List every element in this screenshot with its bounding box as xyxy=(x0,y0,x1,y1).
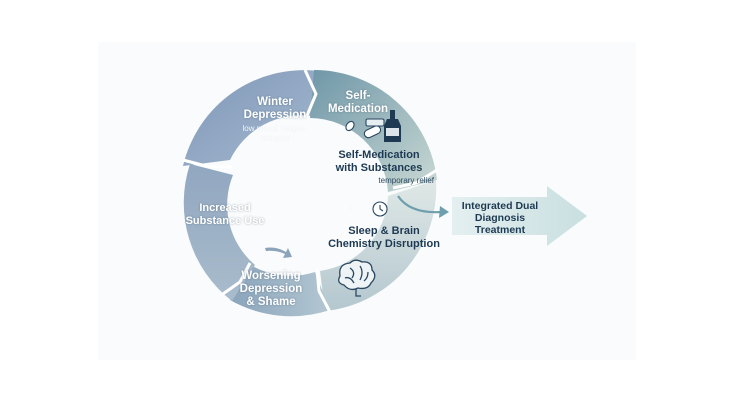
label-integrated-treatment: Integrated Dual Diagnosis Treatment xyxy=(456,200,544,236)
substances-title-1: Self-Medication xyxy=(338,149,420,161)
increased-title-1: Increased xyxy=(199,202,251,214)
winter-subtitle: low mood, fatigue, isolation xyxy=(220,124,330,144)
brain-icon xyxy=(338,259,376,297)
sleep-title-2: Chemistry Disruption xyxy=(328,237,440,250)
moon-icon xyxy=(349,202,358,212)
substances-subtitle: temporary relief xyxy=(378,176,434,185)
outcome-arrow xyxy=(452,186,587,246)
label-worsening-depression: Worsening Depression & Shame xyxy=(226,270,316,310)
worsening-title-3: & Shame xyxy=(246,296,296,309)
substances-title-2: with Substances xyxy=(335,161,423,174)
winter-title-1: Winter xyxy=(257,96,293,108)
label-self-medication-substances: Self-Medication with Substances xyxy=(324,149,434,174)
connector-arrow xyxy=(397,195,443,214)
label-winter-depression: Winter Depression xyxy=(220,96,330,122)
segment-winter xyxy=(183,70,318,166)
segment-increased xyxy=(183,164,255,301)
connector-arrowhead xyxy=(439,206,449,218)
winter-sub-2: isolation xyxy=(260,134,290,143)
winter-sub-1: low mood, fatigue, xyxy=(242,124,308,133)
winter-title-2: Depression xyxy=(243,109,307,122)
worsening-title-2: Depression xyxy=(239,283,303,296)
increased-title-2: Substance Use xyxy=(185,214,265,227)
bottle-icon xyxy=(384,110,401,142)
worsening-title-1: Worsening xyxy=(241,270,301,282)
self-med-title-2: Medication xyxy=(327,103,389,116)
label-self-medication: Self- Medication xyxy=(316,90,400,116)
self-med-title-1: Self- xyxy=(345,90,371,102)
segment-worsening xyxy=(230,262,330,317)
inner-arrow xyxy=(265,247,292,258)
label-sleep-disruption: Sleep & Brain Chemistry Disruption xyxy=(318,225,450,250)
outcome-line-2: Diagnosis xyxy=(474,212,526,225)
outcome-line-1: Integrated Dual xyxy=(461,200,539,212)
pills-icon xyxy=(345,118,385,139)
label-increased-substance-use: Increased Substance Use xyxy=(180,202,270,227)
clock-icon xyxy=(372,201,388,217)
outcome-line-3: Treatment xyxy=(474,224,526,237)
sleep-title-1: Sleep & Brain xyxy=(348,225,420,237)
segment-dividers xyxy=(182,69,438,313)
